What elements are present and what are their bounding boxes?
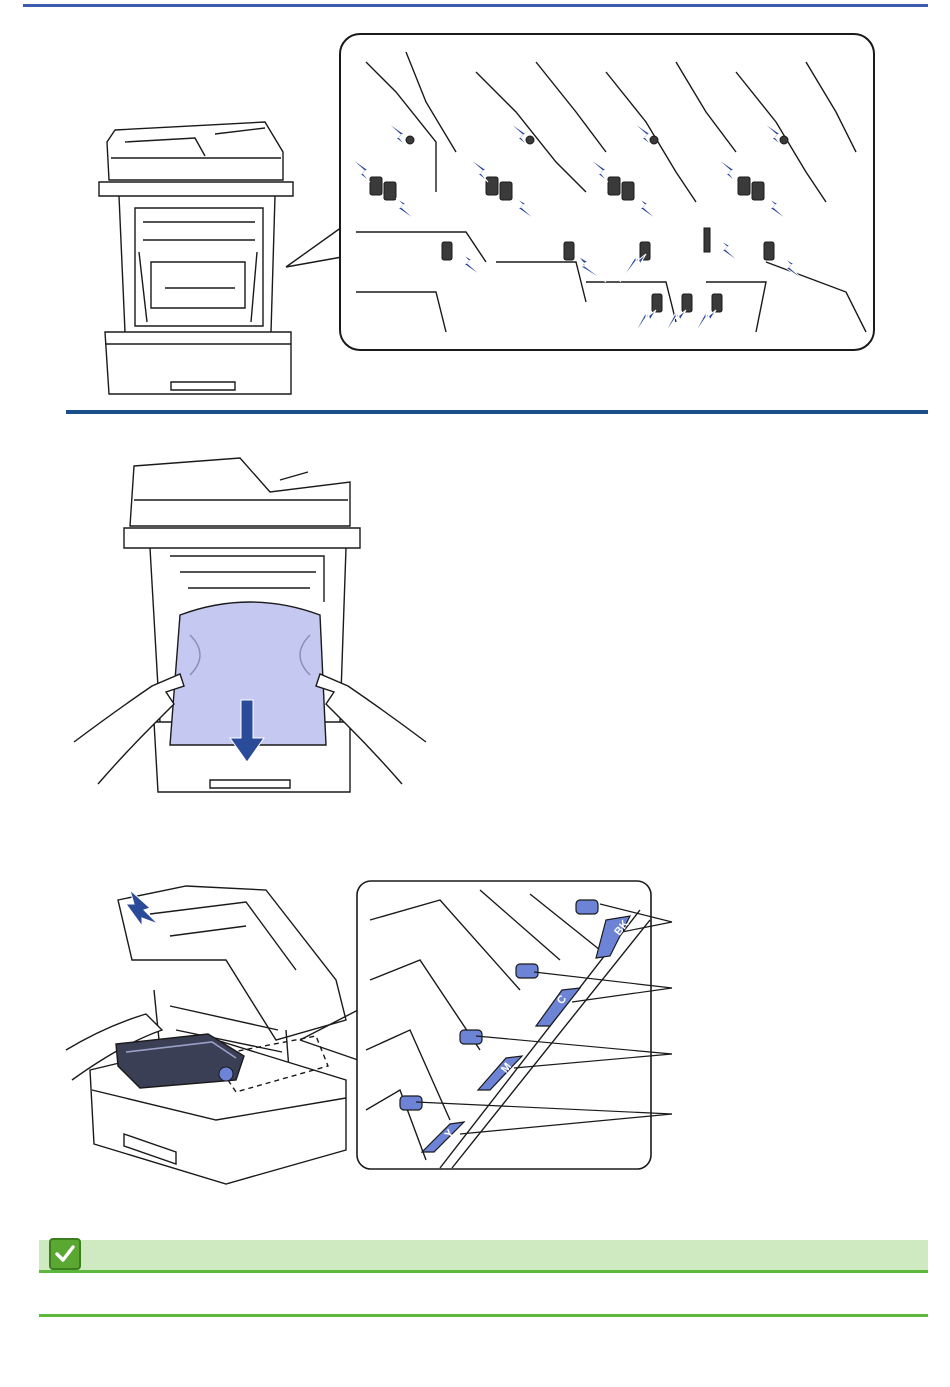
hands-icon bbox=[74, 664, 426, 788]
section-end-rule bbox=[39, 1314, 928, 1317]
related-info-bar bbox=[39, 1240, 928, 1271]
callout-wire-cleaning-icon bbox=[286, 32, 878, 352]
check-icon bbox=[49, 1238, 81, 1270]
step-rule bbox=[66, 410, 928, 414]
top-rule bbox=[23, 4, 928, 7]
related-info-rule bbox=[39, 1270, 928, 1273]
callout-lock-levers-icon bbox=[300, 880, 690, 1172]
drum-unit-icon bbox=[116, 1030, 246, 1090]
printer-open-icon bbox=[95, 112, 305, 402]
